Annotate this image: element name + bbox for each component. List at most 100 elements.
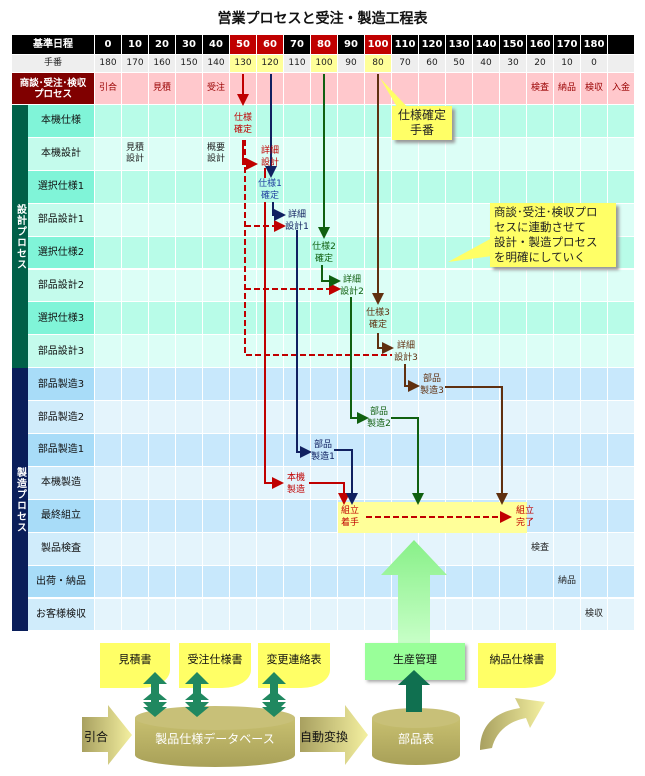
grid-cell xyxy=(149,236,176,270)
grid-cell xyxy=(230,532,257,566)
grid-cell xyxy=(95,302,122,336)
flow-spec2-fixed: 仕様2 確定 xyxy=(312,242,336,264)
grid-cell xyxy=(527,368,554,402)
grid-cell xyxy=(149,137,176,171)
grid-cell xyxy=(500,532,527,566)
row-label: 本機設計 xyxy=(28,137,95,171)
grid-cell xyxy=(608,466,635,500)
inquiry-label: 引合 xyxy=(84,730,109,744)
grid-cell xyxy=(554,170,581,204)
grid-cell xyxy=(203,203,230,237)
grid-cell xyxy=(338,565,365,599)
teban-cell: 160 xyxy=(149,55,176,73)
section-design: 設計プロセス xyxy=(12,105,28,369)
grid-cell xyxy=(581,499,608,533)
process-cell: 入金 xyxy=(608,73,635,105)
grid-cell xyxy=(95,532,122,566)
day-header: 30 xyxy=(176,35,203,55)
grid-cell xyxy=(608,499,635,533)
grid-cell xyxy=(608,368,635,402)
grid-cell xyxy=(122,105,149,138)
grid-cell xyxy=(527,335,554,369)
grid-cell xyxy=(95,170,122,204)
grid-cell xyxy=(500,269,527,303)
row-label: 最終組立 xyxy=(28,499,95,533)
grid-cell xyxy=(257,434,284,467)
grid-cell xyxy=(581,302,608,336)
teban-cell: 50 xyxy=(446,55,473,73)
grid-cell xyxy=(203,401,230,434)
day-header xyxy=(608,35,635,55)
grid-cell xyxy=(122,565,149,599)
teban-cell: 80 xyxy=(365,55,392,73)
grid-cell xyxy=(230,401,257,434)
delivery-curved-arrow xyxy=(480,698,545,750)
grid-cell xyxy=(149,466,176,500)
flow-spec3-fixed: 仕様3 確定 xyxy=(366,308,390,330)
grid-cell xyxy=(122,302,149,336)
day-header: 150 xyxy=(500,35,527,55)
grid-cell xyxy=(176,137,203,171)
grid-cell xyxy=(149,105,176,138)
grid-cell xyxy=(203,532,230,566)
grid-cell xyxy=(419,401,446,434)
teban-label: 手番 xyxy=(12,55,95,73)
grid-cell xyxy=(473,170,500,204)
grid-cell xyxy=(608,105,635,138)
grid-cell xyxy=(257,302,284,336)
grid-cell xyxy=(554,499,581,533)
flow-detail-design2: 詳細 設計2 xyxy=(340,275,364,297)
teban-cell: 10 xyxy=(554,55,581,73)
grid-cell xyxy=(446,137,473,171)
grid-cell xyxy=(203,434,230,467)
teban-cell: 180 xyxy=(95,55,122,73)
grid-cell xyxy=(284,598,311,632)
grid-cell: 見積 設計 xyxy=(122,137,149,171)
grid-cell xyxy=(392,269,419,303)
teban-cell: 0 xyxy=(581,55,608,73)
grid-cell xyxy=(176,170,203,204)
grid-cell xyxy=(581,532,608,566)
process-cell xyxy=(338,73,365,105)
row-label: 選択仕様3 xyxy=(28,302,95,336)
grid-cell xyxy=(176,236,203,270)
row-label: 選択仕様1 xyxy=(28,170,95,204)
day-header: 180 xyxy=(581,35,608,55)
grid-cell xyxy=(230,565,257,599)
grid-cell xyxy=(554,302,581,336)
grid-cell xyxy=(581,565,608,599)
grid-cell xyxy=(419,302,446,336)
grid-cell xyxy=(203,105,230,138)
process-cell xyxy=(284,73,311,105)
grid-cell xyxy=(122,499,149,533)
grid-cell xyxy=(149,499,176,533)
day-header: 120 xyxy=(419,35,446,55)
callout-spec-teban: 仕様確定 手番 xyxy=(392,106,452,140)
flow-part-mfg2: 部品 製造2 xyxy=(367,407,391,429)
grid-cell xyxy=(122,434,149,467)
day-header: 80 xyxy=(311,35,338,55)
row-label: 部品設計3 xyxy=(28,335,95,369)
auto-convert-arrow xyxy=(300,705,368,765)
grid-cell xyxy=(149,170,176,204)
grid-cell xyxy=(446,598,473,632)
grid-cell xyxy=(419,269,446,303)
process-cell xyxy=(419,73,446,105)
grid-cell xyxy=(581,269,608,303)
grid-cell xyxy=(257,499,284,533)
grid-cell xyxy=(203,598,230,632)
teban-cell: 90 xyxy=(338,55,365,73)
row-label: 部品製造2 xyxy=(28,401,95,434)
grid-cell xyxy=(554,137,581,171)
callout-pointer xyxy=(380,78,412,112)
grid-cell xyxy=(392,302,419,336)
day-header: 110 xyxy=(392,35,419,55)
teban-cell: 20 xyxy=(527,55,554,73)
grid-cell xyxy=(581,434,608,467)
grid-cell xyxy=(203,466,230,500)
grid-cell xyxy=(284,137,311,171)
row-label: 部品製造3 xyxy=(28,368,95,402)
grid-cell xyxy=(95,499,122,533)
grid-cell xyxy=(230,434,257,467)
grid-cell xyxy=(257,532,284,566)
